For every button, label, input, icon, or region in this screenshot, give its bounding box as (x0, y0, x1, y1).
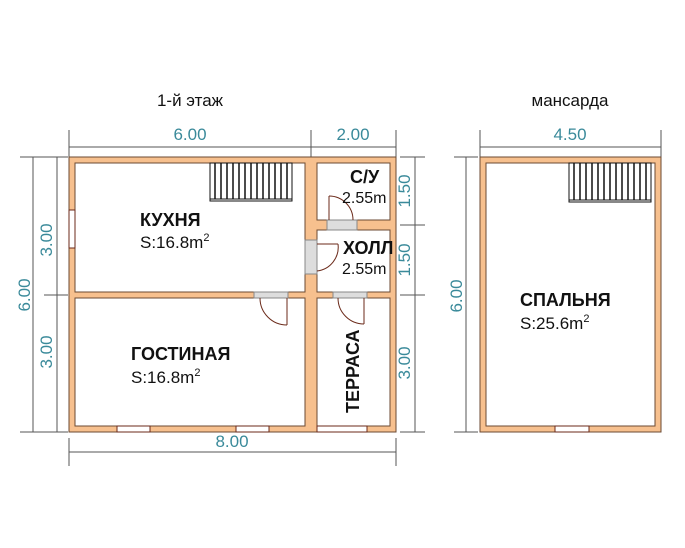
attic-dimensions: 4.50 6.00 (447, 125, 662, 433)
svg-text:S:25.6m2: S:25.6m2 (520, 313, 589, 333)
room-living-name: ГОСТИНАЯ (131, 344, 230, 364)
attic-dim-left: 6.00 (447, 279, 466, 312)
room-living: ГОСТИНАЯ S:16.8m2 (131, 344, 230, 387)
room-bedroom-area: S:25.6m (520, 314, 583, 333)
svg-text:S:16.8m2: S:16.8m2 (131, 367, 200, 387)
room-bedroom: СПАЛЬНЯ S:25.6m2 (520, 290, 611, 333)
room-hall-name: ХОЛЛ (343, 238, 393, 258)
room-bath-area: 2.55m (342, 190, 386, 207)
floor1-stairs (209, 162, 293, 202)
dim-right-3: 3.00 (395, 346, 414, 379)
svg-text:S:16.8m2: S:16.8m2 (140, 232, 209, 252)
floor1-windows (68, 209, 368, 433)
room-terrace-name: ТЕРРАСА (343, 329, 363, 413)
floor1-doors (253, 195, 368, 326)
room-bedroom-name: СПАЛЬНЯ (520, 290, 611, 310)
room-bath: С/У 2.55m (342, 167, 386, 207)
room-kitchen-area: S:16.8m (140, 233, 203, 252)
room-hall-area: 2.55m (342, 261, 386, 278)
room-kitchen-name: КУХНЯ (140, 210, 201, 230)
attic-stairs (568, 162, 652, 203)
attic-dim-top: 4.50 (553, 125, 586, 144)
floor1-title: 1-й этаж (157, 91, 224, 110)
floor1-dimensions: 6.00 2.00 8.00 6.00 3.00 3.00 1.50 1.50 … (15, 125, 425, 466)
room-living-area: S:16.8m (131, 368, 194, 387)
dim-right-1: 1.50 (395, 174, 414, 207)
floor1-walls (68, 156, 397, 433)
room-bath-name: С/У (350, 167, 380, 187)
dim-bottom: 8.00 (215, 432, 248, 451)
dim-top-left: 6.00 (173, 125, 206, 144)
dim-left-total: 6.00 (15, 278, 34, 311)
dim-right-2: 1.50 (395, 243, 414, 276)
attic-title: мансарда (532, 91, 609, 110)
room-hall: ХОЛЛ 2.55m (342, 238, 393, 278)
dim-top-right: 2.00 (336, 125, 369, 144)
dim-left-top: 3.00 (37, 223, 56, 256)
room-kitchen: КУХНЯ S:16.8m2 (140, 210, 209, 252)
dim-left-bottom: 3.00 (37, 335, 56, 368)
